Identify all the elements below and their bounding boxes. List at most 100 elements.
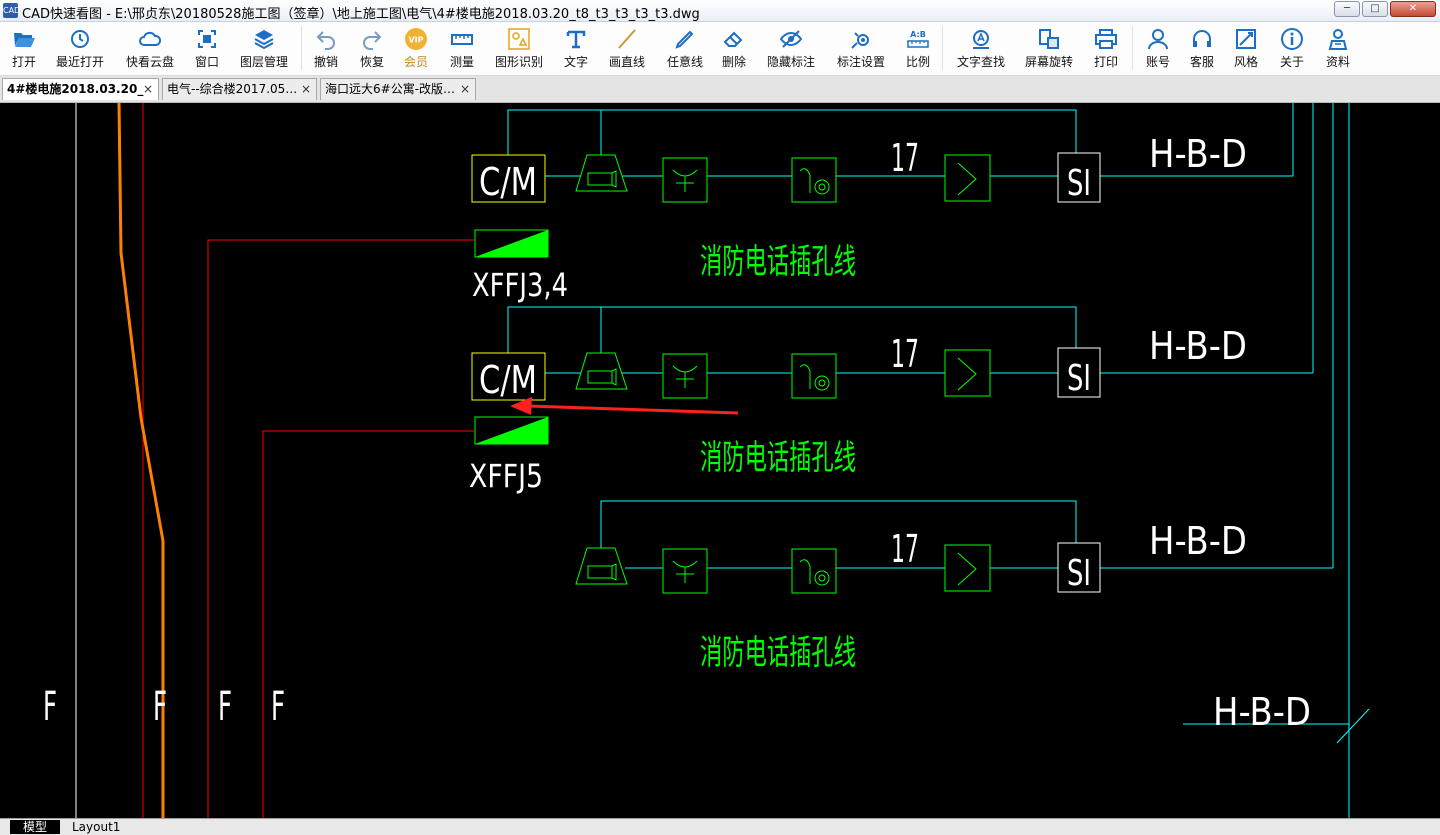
toolbar-label-recent: 最近打开 [55, 55, 104, 69]
style-button[interactable]: 风格 [1228, 22, 1264, 75]
document-tab-active[interactable]: 4#楼电施2018.03.20_ × [2, 78, 159, 100]
si-box [1057, 542, 1101, 593]
rotate-screen-icon [1039, 29, 1059, 49]
signal-symbol [944, 544, 991, 592]
freehand-button[interactable]: 任意线 [662, 22, 708, 75]
document-tab[interactable]: 电气--综合楼2017.05… × [162, 78, 317, 100]
hbd-label: H-B-D [1213, 690, 1311, 734]
history-icon [71, 30, 89, 48]
app-icon: CAD [3, 3, 20, 18]
toolbar-label-freehand: 任意线 [666, 55, 703, 69]
toolbar-label-style: 风格 [1233, 55, 1258, 69]
signal-symbol [944, 349, 991, 397]
tab-close-icon[interactable]: × [300, 82, 311, 96]
xffj-top-label: XFFJ3,4 [472, 266, 568, 304]
amplifier-symbol [575, 547, 628, 585]
materials-icon [1328, 29, 1348, 50]
hide-annotation-button[interactable]: 隐藏标注 [762, 22, 820, 75]
hbd-label: H-B-D [1149, 132, 1247, 176]
minimize-button[interactable]: ─ [1334, 1, 1360, 17]
toolbar-label-annotation-settings: 标注设置 [836, 55, 885, 69]
open-button[interactable]: 打开 [2, 22, 46, 75]
number-label: 17 [891, 527, 919, 571]
redo-icon [363, 31, 382, 50]
maximize-button[interactable]: □ [1362, 1, 1388, 17]
redo-button[interactable]: 恢复 [354, 22, 390, 75]
scale-button[interactable]: A:B 比例 [900, 22, 936, 75]
text-icon [566, 30, 586, 49]
green-tag-shape [475, 417, 548, 444]
f-label: F [271, 684, 285, 730]
toolbar-label-account: 账号 [1145, 55, 1170, 69]
text-search-icon [973, 30, 989, 49]
toolbar-label-cloud: 快看云盘 [125, 55, 174, 69]
scale-icon: A:B [907, 30, 929, 48]
cloud-button[interactable]: 快看云盘 [121, 22, 179, 75]
toolbar-label-hide-annotation: 隐藏标注 [766, 55, 815, 69]
measure-button[interactable]: 测量 [444, 22, 480, 75]
style-icon [1236, 29, 1256, 49]
delete-button[interactable]: 删除 [714, 22, 754, 75]
layers-button[interactable]: 图层管理 [234, 22, 294, 75]
toolbar-label-rotate-screen: 屏幕旋转 [1024, 55, 1073, 69]
recent-button[interactable]: 最近打开 [52, 22, 108, 75]
document-tab[interactable]: 海口远大6#公寓-改版… × [320, 78, 476, 100]
number-label: 17 [891, 332, 919, 376]
number-label: 17 [891, 136, 919, 180]
headset-icon [1193, 30, 1211, 47]
drawing-canvas[interactable]: C/M 17 SI H-B-D 消防电话插孔线 XFFJ3,4 C/M 17 S… [0, 103, 1440, 818]
xffj-bottom-label: XFFJ5 [469, 457, 543, 495]
tab-close-icon[interactable]: × [142, 82, 153, 96]
signal-symbol [944, 154, 991, 202]
vip-button[interactable]: VIP 会员 [398, 22, 434, 75]
toolbar-label-measure: 测量 [449, 55, 474, 69]
materials-button[interactable]: 资料 [1320, 22, 1356, 75]
toolbar-label-redo: 恢复 [359, 55, 384, 69]
toolbar-label-shape-recognize: 图形识别 [494, 55, 543, 69]
layers-icon [254, 30, 274, 50]
undo-button[interactable]: 撤销 [308, 22, 344, 75]
vip-badge-text: VIP [408, 36, 423, 45]
account-button[interactable]: 账号 [1140, 22, 1176, 75]
close-button[interactable]: ✕ [1390, 1, 1436, 17]
draw-line-button[interactable]: 画直线 [604, 22, 650, 75]
text-search-button[interactable]: 文字查找 [950, 22, 1012, 75]
phone-handset-symbol [791, 353, 837, 399]
phone-jack-caption: 消防电话插孔线 [700, 438, 856, 478]
wiring-row-3: 17 SI H-B-D 消防电话插孔线 [575, 500, 1333, 673]
toolbar-label-print: 打印 [1093, 55, 1118, 69]
f-labels: F F F F [43, 684, 285, 730]
toolbar-label-layers: 图层管理 [239, 55, 288, 69]
user-icon [1148, 29, 1168, 50]
phone-jack-symbol [662, 548, 708, 594]
model-tab[interactable]: 模型 [10, 820, 60, 834]
layout1-tab[interactable]: Layout1 [72, 820, 121, 834]
rotate-screen-button[interactable]: 屏幕旋转 [1020, 22, 1078, 75]
window-button[interactable]: 窗口 [188, 22, 226, 75]
green-tag-shape [475, 230, 548, 257]
annotation-arrow[interactable] [510, 397, 739, 415]
toolbar-label-draw-line: 画直线 [608, 55, 645, 69]
about-button[interactable]: 关于 [1274, 22, 1310, 75]
hbd-bottom: H-B-D [1183, 690, 1370, 744]
toolbar-label-text: 文字 [563, 55, 588, 69]
tab-close-icon[interactable]: × [459, 82, 470, 96]
f-label: F [218, 684, 232, 730]
customer-service-button[interactable]: 客服 [1184, 22, 1220, 75]
amplifier-symbol [575, 352, 628, 390]
annotation-settings-icon [851, 32, 869, 49]
document-tab-label: 电气--综合楼2017.05… [167, 82, 298, 96]
phone-jack-symbol [662, 157, 708, 203]
annotation-settings-button[interactable]: 标注设置 [832, 22, 890, 75]
toolbar-separator [1132, 26, 1133, 70]
phone-jack-symbol [662, 353, 708, 399]
wiring-row-2: C/M 17 SI H-B-D 消防电话插孔线 XFFJ5 [469, 306, 1313, 495]
shape-recognize-button[interactable]: 图形识别 [490, 22, 548, 75]
layout-tab-bar: 模型 Layout1 [0, 818, 1440, 835]
toolbar: 打开 最近打开 快看云盘 窗口 图层管理 撤销 恢复 VIP 会员 测量 图形识… [0, 22, 1440, 76]
text-button[interactable]: 文字 [558, 22, 594, 75]
vertical-bus-lines [75, 103, 1350, 818]
print-button[interactable]: 打印 [1088, 22, 1124, 75]
eye-hide-icon [779, 30, 803, 48]
eraser-icon [723, 31, 743, 47]
